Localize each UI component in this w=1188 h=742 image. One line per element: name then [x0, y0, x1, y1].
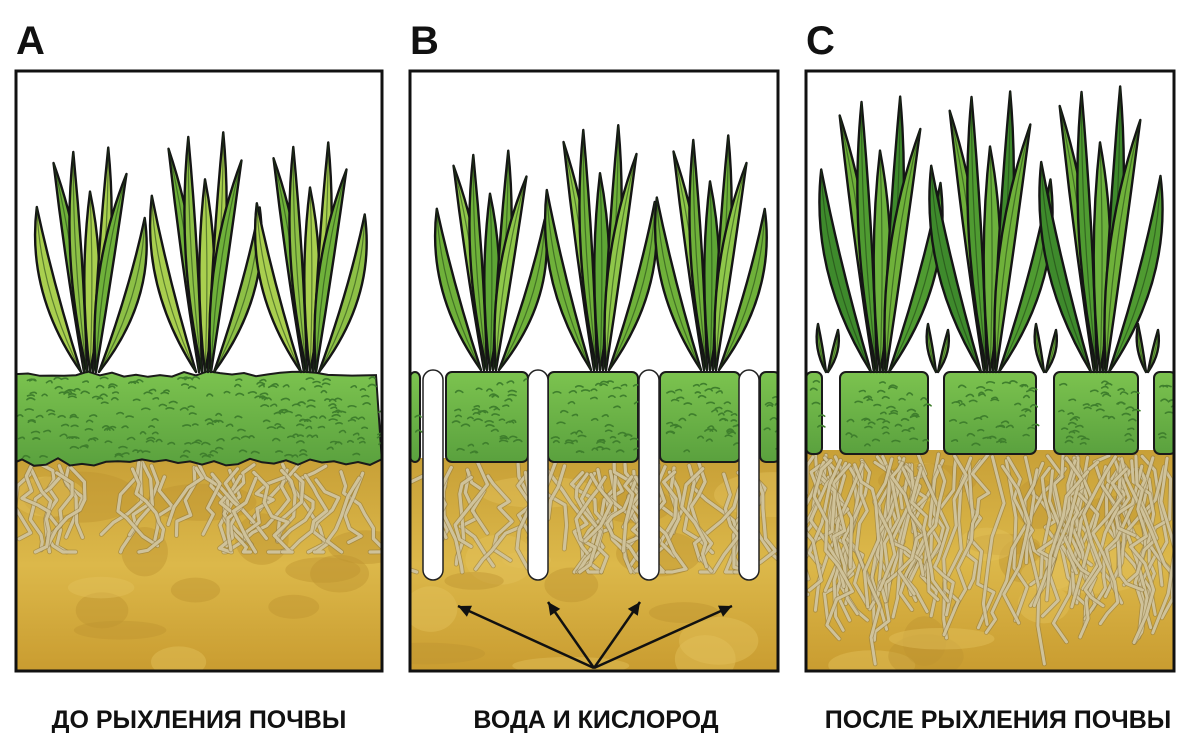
caption-after-aeration: ПОСЛЕ РЫХЛЕНИЯ ПОЧВЫ: [825, 706, 1172, 734]
turf-layer: [806, 371, 1174, 455]
caption-water-oxygen: ВОДА И КИСЛОРОД: [473, 706, 718, 734]
turf-layer: [410, 371, 778, 463]
grass-blades: [33, 131, 368, 374]
root-system: [806, 451, 1174, 667]
grass-blades: [815, 85, 1164, 374]
panel-letter-b: B: [410, 19, 439, 63]
panel-letter-a: A: [16, 19, 45, 63]
panel-after-aeration: [804, 69, 1176, 673]
panel-aeration: [408, 69, 780, 673]
panel-before-aeration: [14, 69, 384, 673]
caption-before-aeration: ДО РЫХЛЕНИЯ ПОЧВЫ: [52, 706, 347, 734]
turf-layer: [16, 370, 382, 467]
panel-letter-c: C: [806, 19, 835, 63]
water-oxygen-arrows: [457, 601, 733, 670]
grass-blades: [433, 124, 768, 372]
root-system: [16, 460, 382, 555]
aeration-holes: [422, 369, 760, 581]
